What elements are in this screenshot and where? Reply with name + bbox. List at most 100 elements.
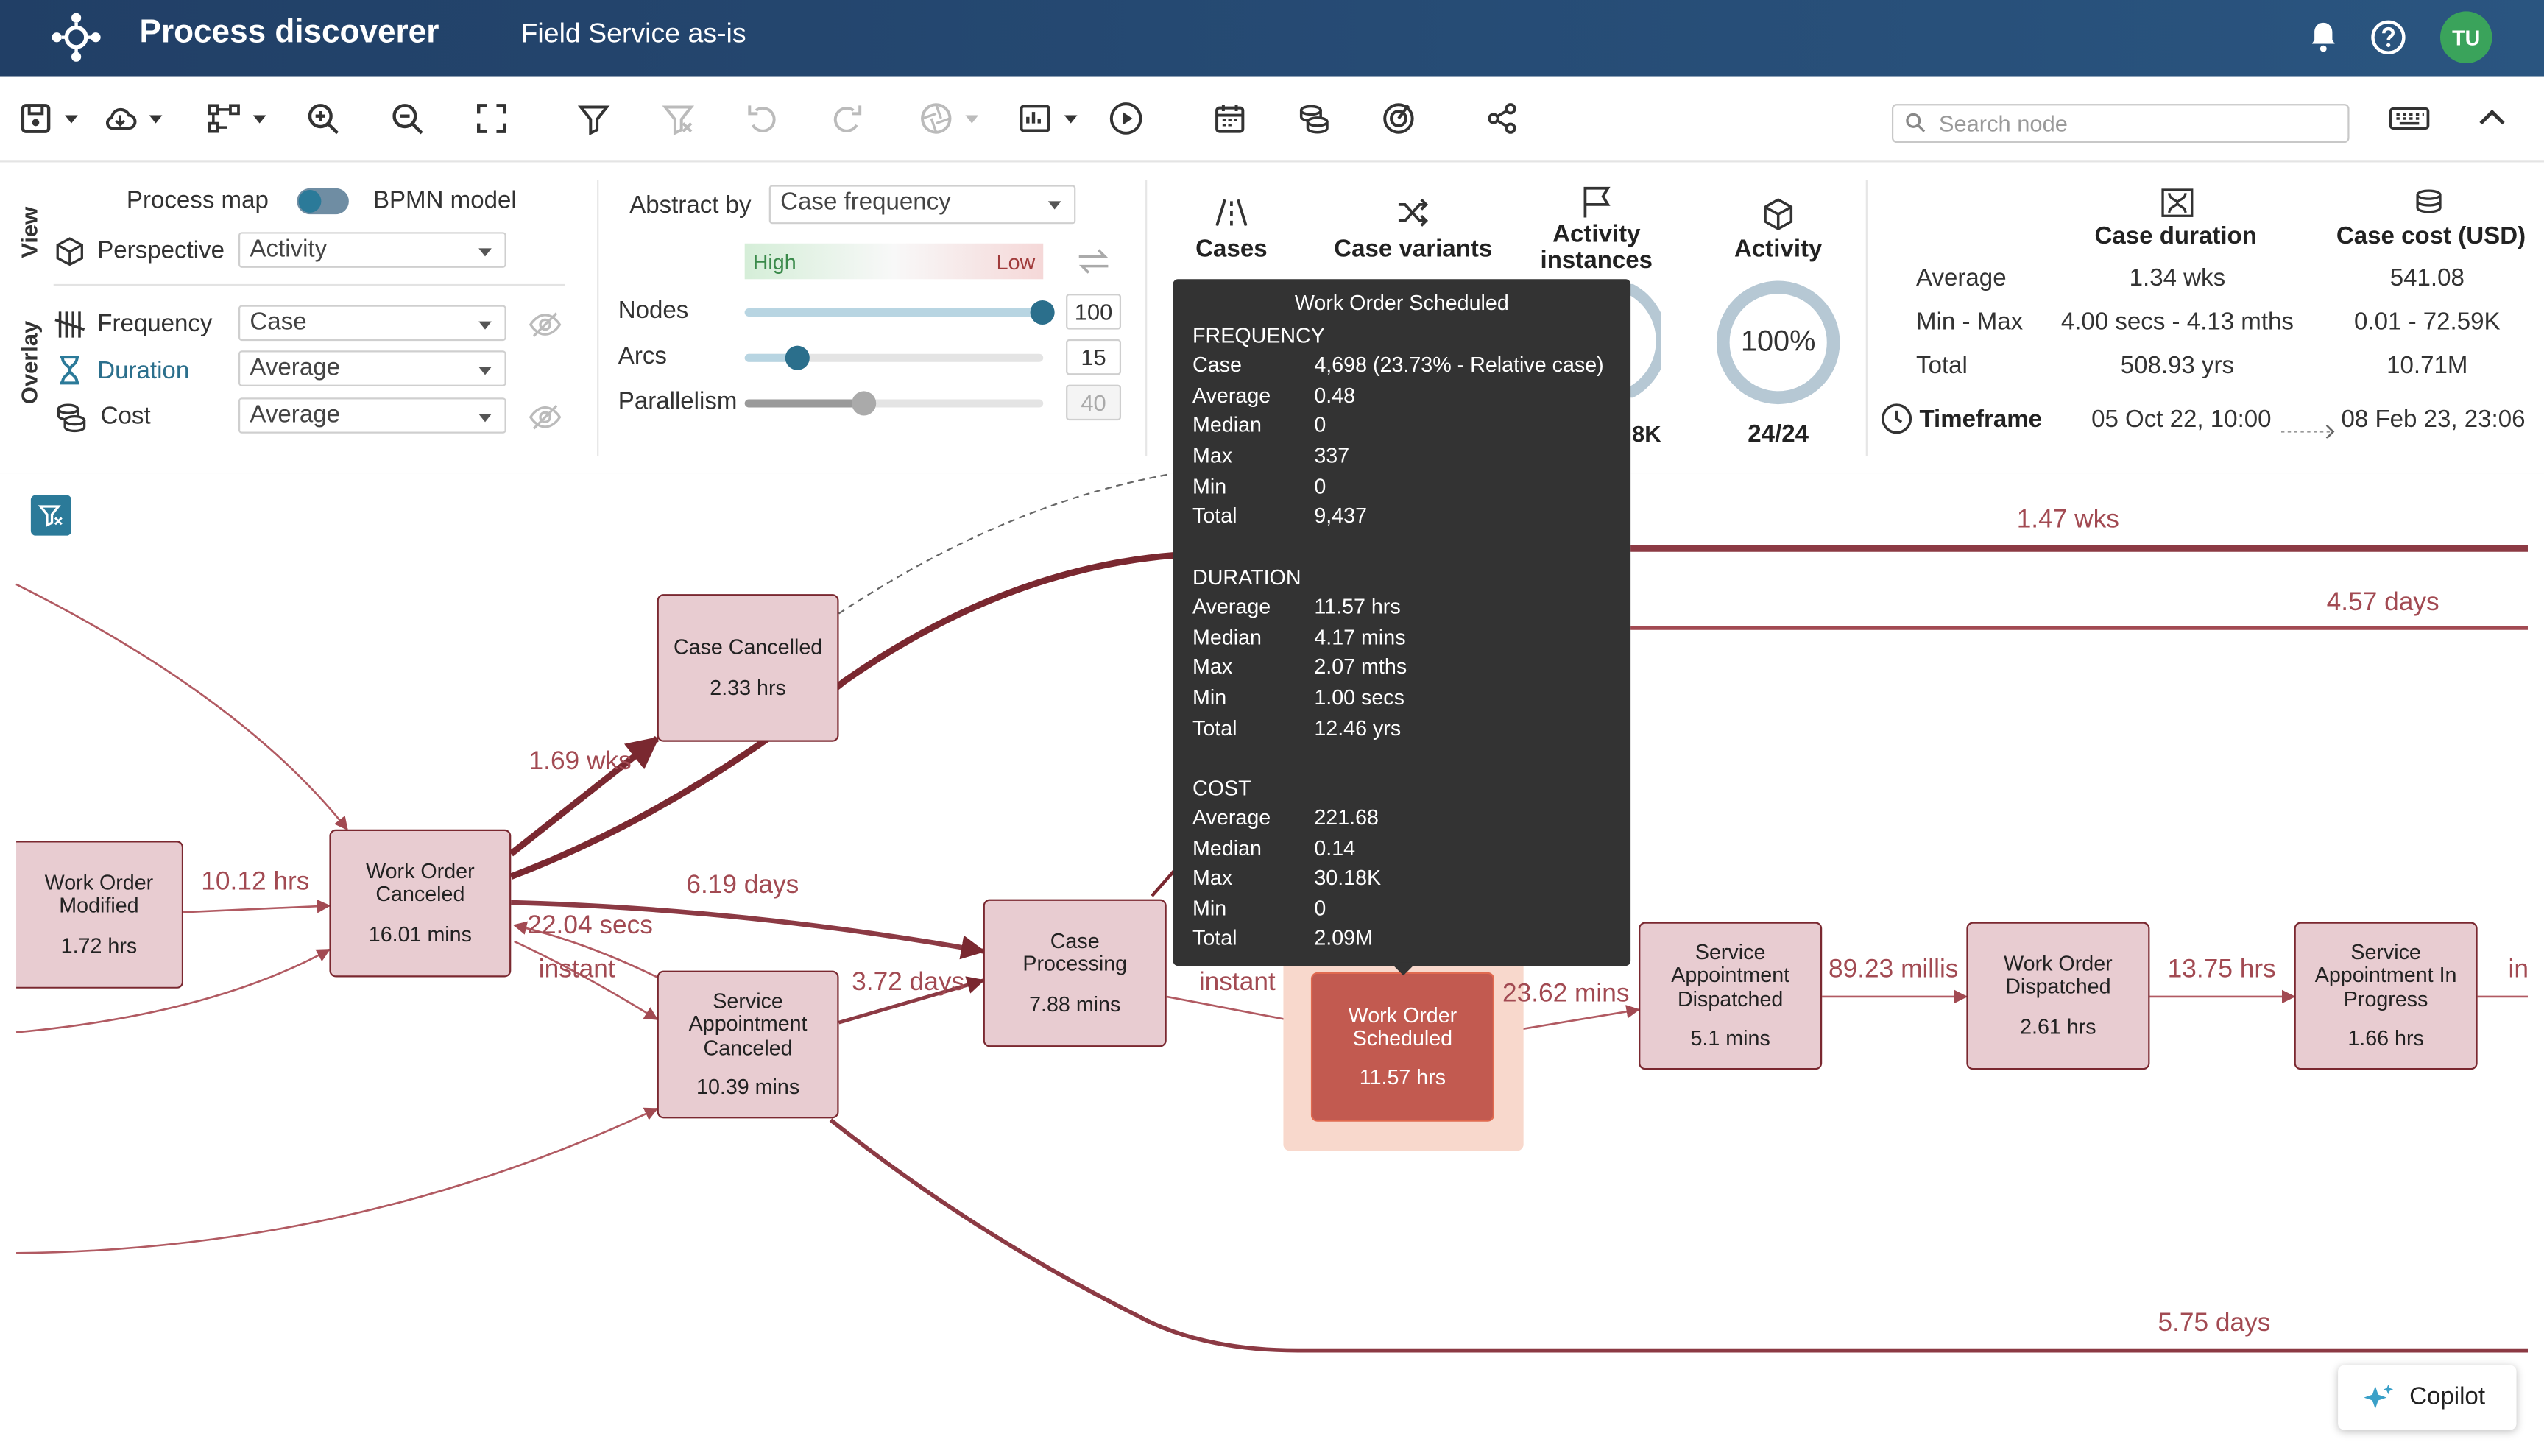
zoom-out-icon[interactable] <box>384 96 430 141</box>
nodes-slider-handle[interactable] <box>1030 300 1055 325</box>
node-work-order-modified[interactable]: Work Order Modified 1.72 hrs <box>16 841 184 989</box>
chevron-down-icon[interactable] <box>1064 115 1078 124</box>
calendar-icon[interactable] <box>1207 96 1253 141</box>
chart-icon[interactable] <box>1012 96 1058 141</box>
hourglass-icon <box>54 354 86 386</box>
cloud-icon[interactable] <box>97 96 143 141</box>
edge-label: 23.62 mins <box>1502 980 1630 1008</box>
activity-tab[interactable]: Activity <box>1734 235 1823 264</box>
edge[interactable] <box>509 735 660 857</box>
activity-donut <box>1716 280 1840 405</box>
cases-tab[interactable]: Cases <box>1195 235 1268 264</box>
node-work-order-scheduled[interactable]: Work Order Scheduled 11.57 hrs <box>1310 972 1494 1122</box>
edge[interactable] <box>1151 867 1178 897</box>
search-node-input[interactable] <box>1935 108 2332 138</box>
frequency-label: Frequency <box>97 310 213 338</box>
arcs-value-box[interactable]: 15 <box>1066 339 1122 375</box>
search-node-field[interactable] <box>1891 104 2350 144</box>
tooltip-value: 0 <box>1314 473 1326 498</box>
target-icon[interactable] <box>1376 96 1421 141</box>
layout-icon[interactable] <box>201 96 247 141</box>
frequency-select[interactable]: Case <box>239 305 506 342</box>
shuffle-icon[interactable] <box>1396 197 1431 229</box>
chevron-down-icon[interactable] <box>965 115 979 124</box>
divider <box>597 180 599 456</box>
node-work-order-dispatched[interactable]: Work Order Dispatched 2.61 hrs <box>1966 922 2150 1070</box>
stat-duration: 508.93 yrs <box>2120 352 2235 380</box>
cube-icon[interactable] <box>1760 197 1795 233</box>
flag-icon[interactable] <box>1579 183 1614 219</box>
stat-cost: 10.71M <box>2386 352 2468 380</box>
fit-screen-icon[interactable] <box>469 96 515 141</box>
coins-icon[interactable] <box>1291 96 1337 141</box>
edge[interactable] <box>16 1107 659 1254</box>
parallelism-slider-handle[interactable] <box>851 391 876 416</box>
share-icon[interactable] <box>1480 96 1525 141</box>
filter-icon[interactable] <box>571 96 617 141</box>
edge-label: 3.72 days <box>852 969 965 997</box>
perspective-select[interactable]: Activity <box>239 232 506 268</box>
activity-count: 24/24 <box>1748 420 1809 448</box>
node-case-cancelled[interactable]: Case Cancelled 2.33 hrs <box>657 594 839 742</box>
eye-off-icon[interactable] <box>527 403 562 432</box>
chevron-down-icon[interactable] <box>65 115 78 124</box>
redo-icon[interactable] <box>824 96 870 141</box>
edge[interactable] <box>15 948 331 1033</box>
coins-icon <box>2411 187 2446 219</box>
edge[interactable] <box>509 551 1177 880</box>
edge-label: in <box>2508 955 2529 984</box>
aperture-icon[interactable] <box>914 96 959 141</box>
activity-instances-tab[interactable]: Activity instances <box>1540 220 1653 275</box>
eye-off-icon[interactable] <box>527 310 562 339</box>
toggle-knob <box>298 189 322 213</box>
zoom-in-icon[interactable] <box>300 96 346 141</box>
nodes-value-box[interactable]: 100 <box>1066 294 1122 330</box>
tooltip-value: 9,437 <box>1314 503 1368 528</box>
tooltip-arrow <box>1390 962 1417 976</box>
app-logo-icon[interactable] <box>49 10 104 65</box>
nodes-slider[interactable] <box>744 300 1055 325</box>
duration-select[interactable]: Average <box>239 350 506 386</box>
parallelism-slider[interactable] <box>744 391 1044 416</box>
swap-icon[interactable] <box>1075 247 1111 276</box>
road-icon[interactable] <box>1214 197 1249 229</box>
arcs-slider[interactable] <box>744 345 1044 370</box>
tooltip-value: 4.17 mins <box>1314 624 1406 650</box>
edge[interactable] <box>183 899 331 913</box>
keyboard-icon[interactable] <box>2385 96 2434 141</box>
edge[interactable] <box>838 976 986 1025</box>
tooltip-value: 0 <box>1314 896 1326 921</box>
cost-select[interactable]: Average <box>239 397 506 434</box>
clear-filter-icon[interactable] <box>655 96 701 141</box>
edge[interactable] <box>829 1118 2528 1353</box>
node-service-appointment-dispatched[interactable]: Service Appointment Dispatched 5.1 mins <box>1639 922 1823 1070</box>
edge[interactable] <box>512 921 658 978</box>
play-icon[interactable] <box>1103 96 1149 141</box>
edge-label: 1.69 wks <box>529 748 632 777</box>
edge[interactable] <box>15 583 348 831</box>
case-variants-tab[interactable]: Case variants <box>1334 235 1493 264</box>
undo-icon[interactable] <box>740 96 785 141</box>
node-work-order-canceled[interactable]: Work Order Canceled 16.01 mins <box>329 829 512 978</box>
node-case-processing[interactable]: Case Processing 7.88 mins <box>983 899 1167 1047</box>
edge[interactable] <box>511 900 986 960</box>
edge[interactable] <box>514 940 659 1020</box>
save-icon[interactable] <box>13 96 59 141</box>
activity-instances-value: .8K <box>1625 420 1661 447</box>
parallelism-value-box[interactable]: 40 <box>1066 384 1122 421</box>
arcs-slider-handle[interactable] <box>785 345 810 370</box>
map-filter-button[interactable] <box>30 495 71 536</box>
view-toggle[interactable] <box>297 188 349 215</box>
node-duration: 7.88 mins <box>1029 991 1121 1016</box>
node-service-appointment-in-progress[interactable]: Service Appointment In Progress 1.66 hrs <box>2294 922 2478 1070</box>
copilot-button[interactable]: Copilot <box>2338 1365 2517 1430</box>
chevron-down-icon[interactable] <box>252 115 266 124</box>
chevron-down-icon[interactable] <box>149 115 163 124</box>
user-avatar[interactable]: TU <box>2439 11 2492 63</box>
node-service-appointment-canceled[interactable]: Service Appointment Canceled 10.39 mins <box>657 970 839 1119</box>
bell-icon[interactable] <box>2304 18 2343 57</box>
node-name: Case Processing <box>1022 928 1128 977</box>
abstract-by-select[interactable]: Case frequency <box>768 185 1076 225</box>
help-icon[interactable] <box>2369 18 2408 57</box>
collapse-icon[interactable] <box>2470 96 2515 141</box>
